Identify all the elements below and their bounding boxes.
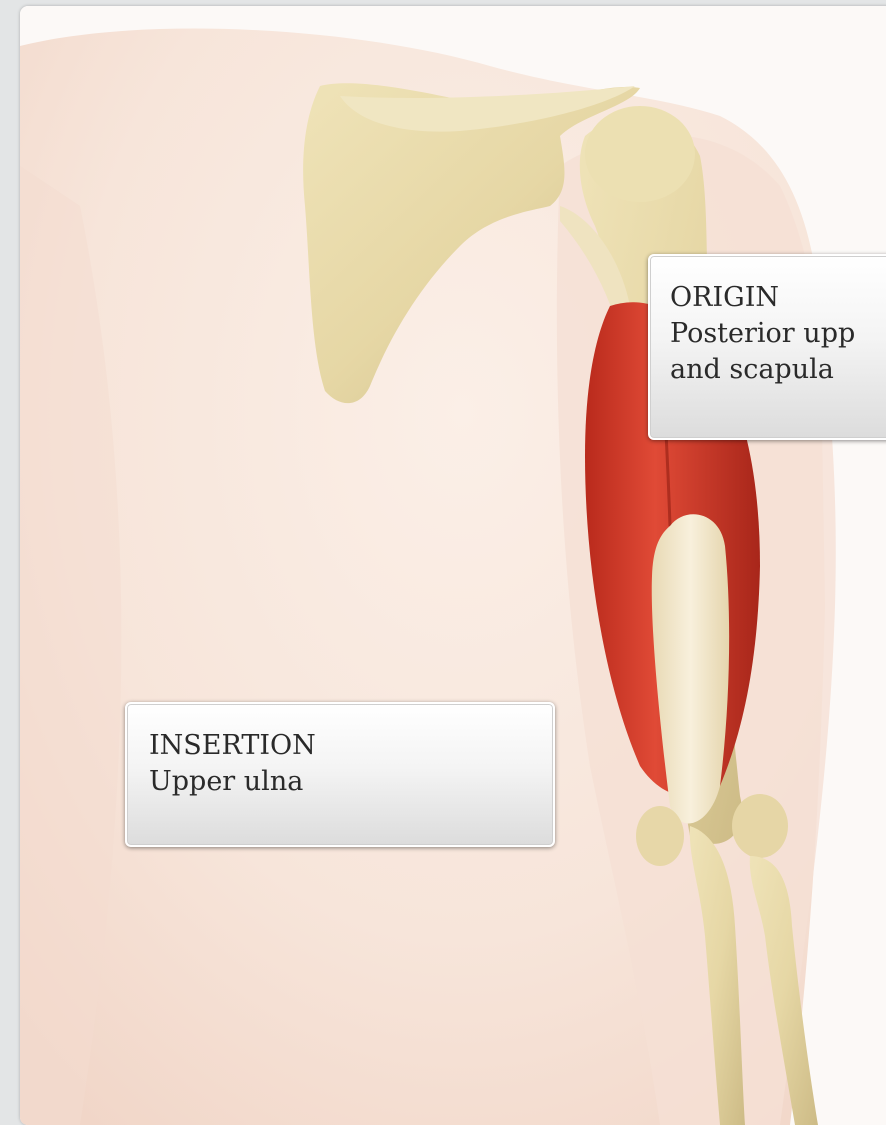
insertion-callout: INSERTION Upper ulna [125,702,555,847]
origin-callout: ORIGIN Posterior upp and scapula [648,254,886,440]
insertion-heading: INSERTION [149,728,553,764]
olecranon [636,806,684,866]
triceps-illustration [20,6,886,1125]
lateral-epicondyle [732,794,788,858]
anatomy-panel: ORIGIN Posterior upp and scapula INSERTI… [20,6,886,1125]
origin-heading: ORIGIN [670,280,886,316]
humeral-head [585,106,695,202]
insertion-line1: Upper ulna [149,764,553,800]
origin-line2: and scapula [670,352,886,388]
origin-line1: Posterior upp [670,316,886,352]
